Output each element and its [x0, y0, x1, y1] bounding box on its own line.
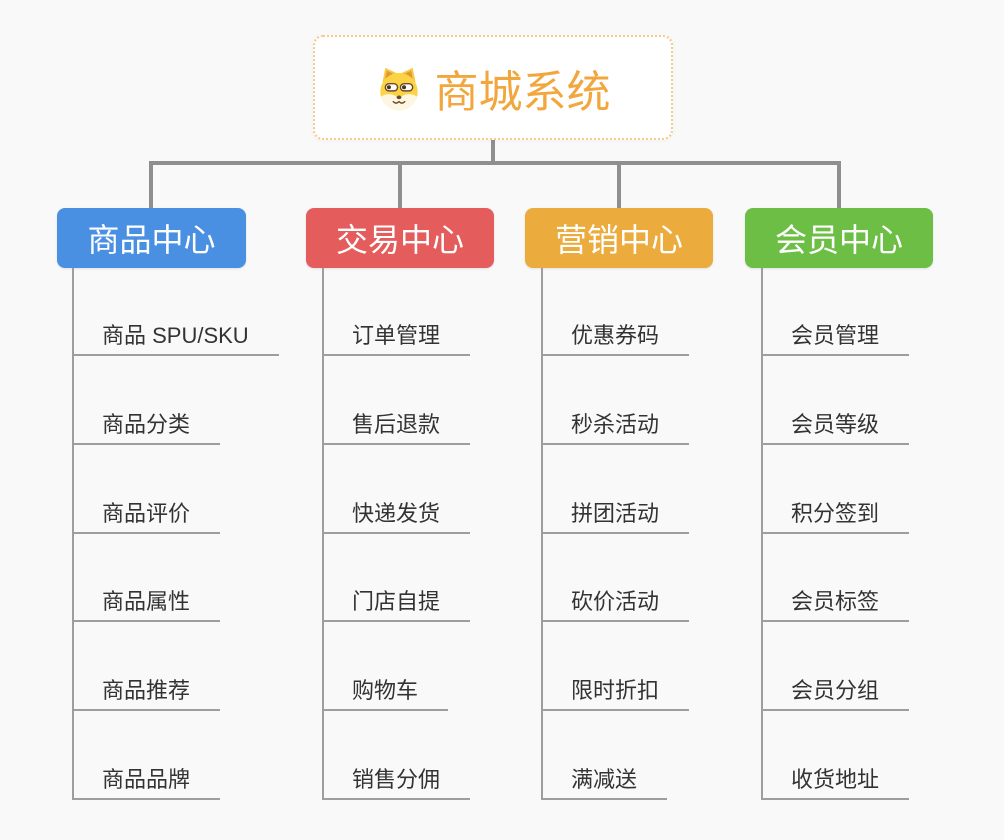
connector-bus [149, 161, 841, 165]
connector-drop-marketing [617, 161, 621, 208]
topic-item[interactable]: 商品 SPU/SKU [72, 320, 279, 356]
connector-root-stub [491, 139, 495, 165]
topic-item[interactable]: 会员管理 [761, 320, 910, 356]
topic-item[interactable]: 会员标签 [761, 586, 910, 622]
topic-item[interactable]: 优惠券码 [541, 320, 690, 356]
root-node[interactable]: 商城系统 [313, 35, 673, 140]
topic-item[interactable]: 售后退款 [322, 409, 471, 445]
topic-item[interactable]: 会员分组 [761, 675, 910, 711]
topic-item[interactable]: 会员等级 [761, 409, 910, 445]
root-title: 商城系统 [434, 67, 611, 117]
connector-drop-product [149, 161, 153, 208]
branch-box-trade-center[interactable]: 交易中心 [306, 208, 494, 268]
dog-face-icon [376, 65, 422, 111]
topic-item[interactable]: 限时折扣 [541, 675, 690, 711]
topic-item[interactable]: 销售分佣 [322, 764, 471, 800]
topic-item[interactable]: 订单管理 [322, 320, 471, 356]
topic-item[interactable]: 积分签到 [761, 498, 910, 534]
topic-item[interactable]: 拼团活动 [541, 498, 690, 534]
topic-item[interactable]: 商品品牌 [72, 764, 221, 800]
topic-item[interactable]: 购物车 [322, 675, 449, 711]
topic-item[interactable]: 商品属性 [72, 586, 221, 622]
branch-label: 会员中心 [774, 222, 903, 258]
topic-item[interactable]: 满减送 [541, 764, 668, 800]
connector-drop-member [837, 161, 841, 208]
topic-item[interactable]: 收货地址 [761, 764, 910, 800]
branch-label: 营销中心 [554, 222, 683, 258]
branch-label: 商品中心 [87, 222, 216, 258]
branch-box-member-center[interactable]: 会员中心 [745, 208, 933, 268]
branch-box-product-center[interactable]: 商品中心 [57, 208, 246, 268]
connector-drop-trade [398, 161, 402, 208]
branch-box-marketing-center[interactable]: 营销中心 [525, 208, 713, 268]
topic-item[interactable]: 秒杀活动 [541, 409, 690, 445]
branch-label: 交易中心 [335, 222, 464, 258]
topic-item[interactable]: 商品推荐 [72, 675, 221, 711]
topic-item[interactable]: 砍价活动 [541, 586, 690, 622]
topic-item[interactable]: 快递发货 [322, 498, 471, 534]
topic-item[interactable]: 商品评价 [72, 498, 221, 534]
topic-item[interactable]: 门店自提 [322, 586, 471, 622]
topic-item[interactable]: 商品分类 [72, 409, 221, 445]
